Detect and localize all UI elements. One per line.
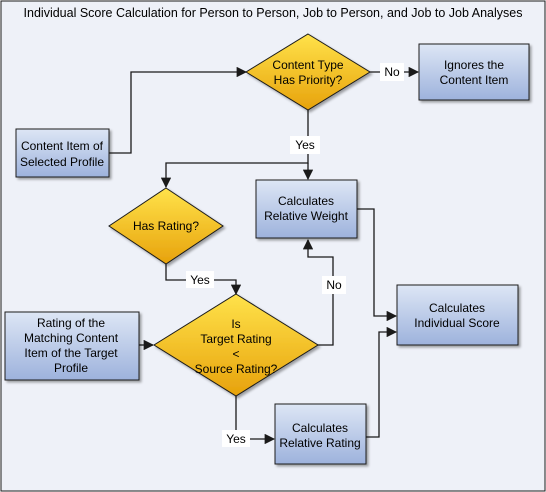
svg-text:Yes: Yes bbox=[295, 138, 315, 152]
edge-label-yes-target: Yes bbox=[222, 430, 250, 447]
node-target-vs-source: Is Target Rating < Source Rating? bbox=[153, 293, 319, 397]
svg-text:Selected Profile: Selected Profile bbox=[20, 155, 104, 169]
diagram-title: Individual Score Calculation for Person … bbox=[24, 6, 523, 20]
svg-text:Yes: Yes bbox=[226, 432, 246, 446]
svg-text:Calculates: Calculates bbox=[429, 301, 485, 315]
edge-label-yes-priority: Yes bbox=[290, 136, 320, 154]
edge-label-yes-rating: Yes bbox=[186, 271, 214, 288]
node-has-rating: Has Rating? bbox=[108, 187, 224, 265]
edge-target-to-weight bbox=[302, 238, 334, 346]
node-ignores-content-item: Ignores the Content Item bbox=[418, 43, 530, 101]
svg-text:Calculates: Calculates bbox=[278, 194, 334, 208]
edge-label-no-target: No bbox=[322, 276, 346, 294]
svg-text:Calculates: Calculates bbox=[292, 421, 348, 435]
svg-text:Is: Is bbox=[231, 317, 240, 331]
svg-text:Content Type: Content Type bbox=[272, 58, 343, 72]
node-relative-rating: Calculates Relative Rating bbox=[274, 403, 367, 465]
svg-text:Ignores the: Ignores the bbox=[444, 58, 504, 72]
svg-text:Item of the Target: Item of the Target bbox=[24, 346, 118, 360]
svg-text:Rating of the: Rating of the bbox=[37, 316, 105, 330]
svg-text:Individual Score: Individual Score bbox=[414, 316, 500, 330]
svg-text:No: No bbox=[326, 278, 342, 292]
svg-text:Relative Rating: Relative Rating bbox=[279, 436, 360, 450]
node-content-item: Content Item of Selected Profile bbox=[15, 128, 110, 178]
svg-text:Has Rating?: Has Rating? bbox=[133, 219, 199, 233]
svg-text:Source Rating?: Source Rating? bbox=[195, 362, 278, 376]
svg-text:No: No bbox=[384, 65, 400, 79]
edge-content-item-to-priority bbox=[109, 66, 248, 154]
node-content-type-priority: Content Type Has Priority? bbox=[245, 33, 371, 111]
edge-label-no-ignore: No bbox=[380, 63, 404, 81]
svg-text:Content Item: Content Item bbox=[440, 73, 509, 87]
edge-weight-to-score bbox=[357, 208, 398, 322]
svg-text:Matching Content: Matching Content bbox=[24, 331, 119, 345]
svg-text:Profile: Profile bbox=[54, 361, 88, 375]
node-relative-weight: Calculates Relative Weight bbox=[255, 179, 358, 239]
svg-text:Has Priority?: Has Priority? bbox=[274, 73, 343, 87]
svg-text:Relative Weight: Relative Weight bbox=[264, 209, 348, 223]
svg-text:Content Item of: Content Item of bbox=[21, 139, 104, 153]
svg-text:<: < bbox=[232, 347, 239, 361]
node-individual-score: Calculates Individual Score bbox=[396, 284, 519, 346]
svg-text:Target Rating: Target Rating bbox=[200, 332, 271, 346]
node-rating-matching-item: Rating of the Matching Content Item of t… bbox=[4, 311, 140, 381]
edge-rating-to-score bbox=[366, 326, 398, 438]
svg-text:Yes: Yes bbox=[190, 273, 210, 287]
